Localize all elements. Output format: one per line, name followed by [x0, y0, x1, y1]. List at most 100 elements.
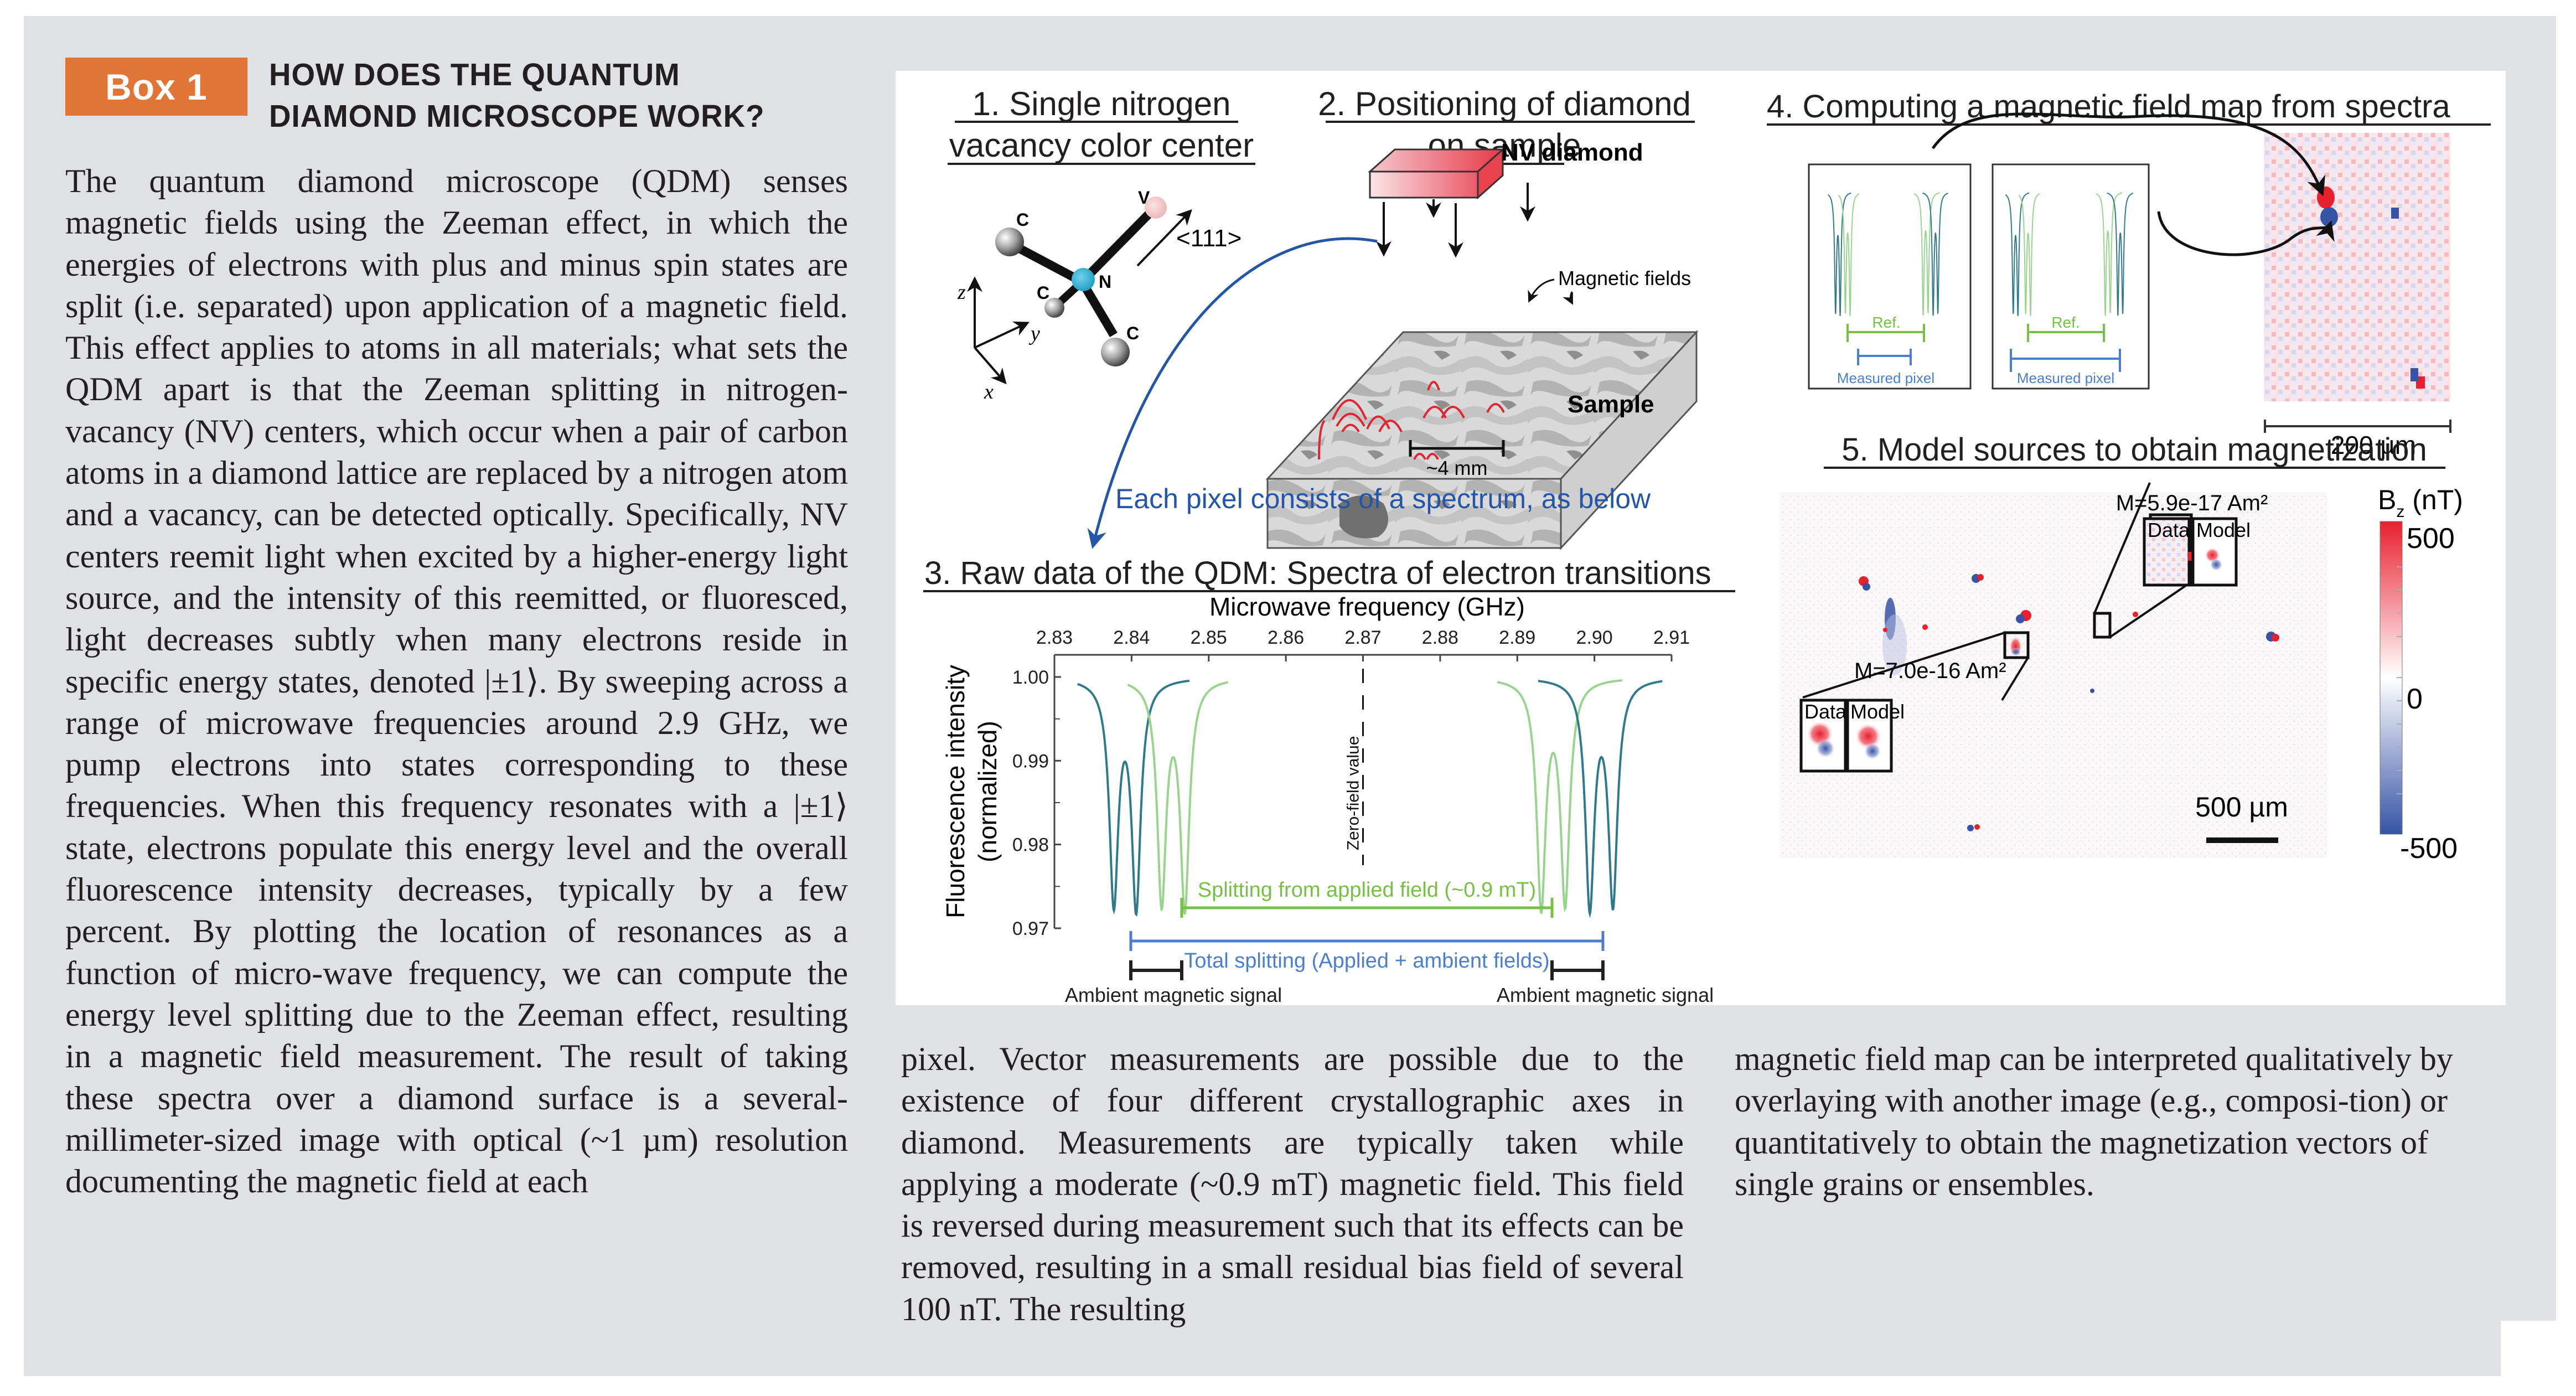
atom-label-carbon: C: [1126, 323, 1139, 343]
panel-2-title-line1: 2. Positioning of diamond: [1318, 85, 1691, 122]
y-tick-label: 0.98: [1012, 835, 1049, 856]
nitrogen-atom-icon: [1072, 268, 1095, 291]
body-text-right: magnetic field map can be interpreted qu…: [1735, 1038, 2515, 1205]
colorbar-max-label: 500: [2407, 523, 2455, 555]
mini-spectrum-line: [2018, 193, 2040, 317]
panel-4-title: 4. Computing a magnetic field map from s…: [1767, 89, 2450, 125]
inset-top-data-source: [2188, 552, 2192, 561]
atom-label-vacancy: V: [1138, 188, 1150, 208]
carbon-atom-icon: [1044, 298, 1064, 318]
measured-pixel-label: Measured pixel: [1837, 370, 1934, 386]
nv-diamond-icon: [1368, 147, 1505, 200]
chart-xlabel: Microwave frequency (GHz): [1209, 592, 1525, 621]
map-spot: [2391, 208, 2399, 219]
sample-scale-bar: [1409, 440, 1505, 457]
y-tick-label: 0.97: [1012, 918, 1049, 939]
pointer-arrow-icon: [1563, 291, 1573, 305]
measured-bar-1: [1857, 349, 1912, 365]
bond: [1078, 279, 1118, 338]
colorbar-title-main: B: [2378, 484, 2396, 515]
nv-diamond-label: NV diamond: [1501, 139, 1643, 166]
annotation-label: Total splitting (Applied + ambient field…: [1184, 949, 1549, 973]
field-arrows: [1376, 183, 1535, 258]
map-scale-label: 200 µm: [2331, 431, 2416, 459]
colorbar-title-sub: z: [2396, 503, 2404, 521]
map-scale-bar: [2264, 420, 2451, 433]
x-tick-label: 2.86: [1268, 627, 1304, 648]
ref-label: Ref.: [1872, 314, 1900, 331]
panel-5-title: 5. Model sources to obtain magnetization: [1842, 432, 2427, 468]
annotation-label: Ambient magnetic signal: [1065, 984, 1282, 1006]
direction-arrow-icon: [1136, 209, 1192, 267]
annotation-label: Ambient magnetic signal: [1497, 984, 1714, 1006]
pixel-to-spectrum-arrow-icon: [1087, 237, 1378, 549]
mini-spectrum-line: [1838, 193, 1860, 317]
x-tick-label: 2.91: [1653, 627, 1690, 648]
data-negative-lobe: [1815, 738, 1835, 758]
atom-label-nitrogen: N: [1099, 272, 1111, 292]
body-text-left: The quantum diamond microscope (QDM) sen…: [65, 161, 848, 1202]
chart-ylabel-line2: (normalized): [973, 721, 1002, 862]
ref-bar-2: [2027, 324, 2105, 342]
atom-label-carbon: C: [1016, 210, 1029, 230]
axis-label-y: y: [1028, 322, 1040, 345]
panel-3-chart: 3. Raw data of the QDM: Spectra of elect…: [923, 555, 1735, 1006]
axis-label-x: x: [984, 380, 994, 404]
model-negative-lobe: [1864, 742, 1881, 760]
x-tick-label: 2.90: [1576, 627, 1613, 648]
x-tick-label: 2.88: [1422, 627, 1458, 648]
panel-1-title-line2: vacancy color center: [949, 127, 1254, 164]
page-corner-notch: [2501, 1321, 2576, 1396]
measured-pixel-label: Measured pixel: [2017, 370, 2114, 386]
chart-title: 3. Raw data of the QDM: Spectra of elect…: [924, 555, 1711, 591]
coordinate-axes-icon: [967, 276, 1030, 385]
carbon-atom-icon: [995, 228, 1024, 256]
inset-bottom-moment: M=7.0e-16 Am²: [1854, 659, 2006, 683]
mini-spectrum-line: [2096, 192, 2123, 317]
inset-top-moment: M=5.9e-17 Am²: [2116, 491, 2268, 515]
body-text-middle: pixel. Vector measurements are possible …: [901, 1038, 1684, 1330]
x-tick-label: 2.83: [1036, 627, 1073, 648]
selection-box-top-source: [2093, 612, 2112, 639]
paragraph: The quantum diamond microscope (QDM) sen…: [65, 163, 848, 1200]
colorbar-ticks: [2397, 566, 2402, 794]
source-highlight: [2010, 648, 2021, 656]
spectra-box-1: [1808, 163, 1972, 390]
carbon-atom-icon: [1101, 338, 1130, 366]
spectrum-line: [1077, 679, 1190, 917]
measured-bar-2: [2010, 349, 2121, 372]
mini-spectrum-line: [1828, 192, 1851, 316]
inset-bottom-data-label: Data: [1804, 700, 1847, 723]
bond: [1008, 239, 1084, 286]
bond: [1079, 207, 1156, 285]
spectrum-line: [1127, 681, 1229, 915]
panel-1-title-line1: 1. Single nitrogen: [973, 85, 1231, 122]
spectrum-line: [1538, 680, 1663, 918]
panel-2: 2. Positioning of diamond on sample: [1087, 85, 1699, 550]
magnetization-scale-label: 500 µm: [2195, 792, 2288, 823]
spectra-box-2: [1992, 163, 2150, 390]
model-negative-lobe: [2210, 558, 2223, 571]
selection-box-bottom-source: [2003, 631, 2030, 659]
colorbar-mid-label: 0: [2407, 683, 2423, 715]
atom-label-carbon: C: [1037, 283, 1049, 303]
x-tick-label: 2.87: [1344, 627, 1381, 648]
x-tick-label: 2.85: [1191, 627, 1227, 648]
box-badge: Box 1: [65, 58, 247, 116]
sample-slab: [1265, 330, 1699, 550]
mini-spectra-1: [1828, 192, 1948, 317]
mini-spectrum-line: [1913, 192, 1941, 317]
map-spot: [2411, 368, 2418, 381]
x-tick-label: 2.84: [1113, 627, 1150, 648]
mini-spectra-2: [2005, 192, 2134, 317]
map-arrow-icon: [1931, 112, 2325, 197]
inset-top-data-panel: [2144, 519, 2189, 585]
map-sources: [1859, 574, 2279, 831]
paragraph: magnetic field map can be interpreted qu…: [1735, 1041, 2453, 1202]
mini-spectrum-line: [2107, 192, 2134, 316]
axis-label-z: z: [957, 281, 966, 304]
inset-top-model-label: Model: [2196, 519, 2251, 541]
colorbar: [2380, 521, 2403, 835]
panel-5: 5. Model sources to obtain magnetization: [1780, 432, 2463, 865]
